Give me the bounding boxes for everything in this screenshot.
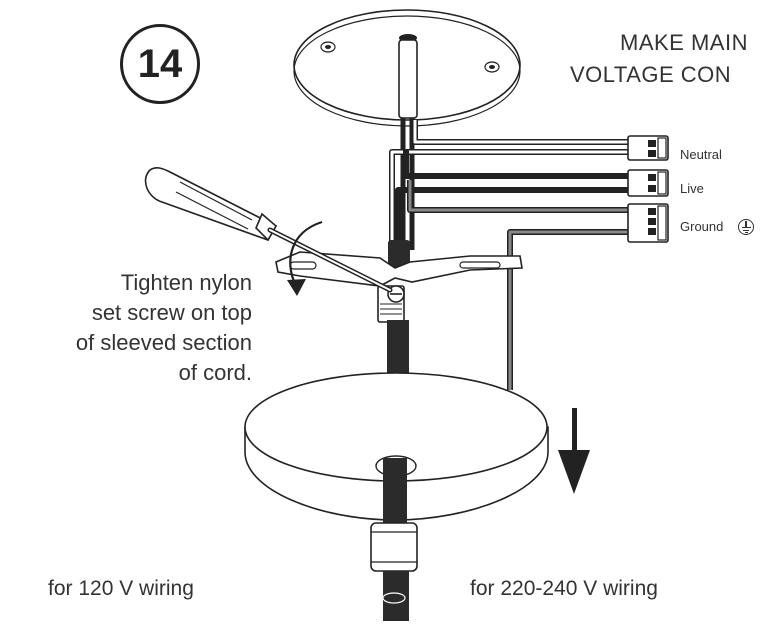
terminal-block-live xyxy=(627,169,669,197)
header-line-1: MAKE MAIN xyxy=(620,30,748,55)
screwdriver-icon xyxy=(144,167,393,293)
threaded-nipple xyxy=(377,285,405,323)
instruction-text: Tighten nylon set screw on top of sleeve… xyxy=(75,270,252,385)
header-line-2: VOLTAGE CON xyxy=(570,62,732,87)
wire-bundle xyxy=(389,118,632,390)
label-live: Live xyxy=(680,181,704,196)
upper-cord-sleeve xyxy=(398,39,418,119)
rotate-arrow-icon xyxy=(287,220,323,296)
label-neutral: Neutral xyxy=(680,147,722,162)
label-ground: Ground xyxy=(680,219,724,234)
step-number-badge: 14 xyxy=(120,24,200,104)
step-number: 14 xyxy=(137,41,183,86)
earth-ground-icon xyxy=(738,219,754,235)
crossbar-bracket xyxy=(275,251,523,287)
cord-entry xyxy=(388,240,410,270)
cord-below-canopy xyxy=(370,458,418,621)
caption-120v: for 120 V wiring xyxy=(48,577,194,600)
caption-220-240v: for 220-240 V wiring xyxy=(470,577,658,600)
terminal-block-ground xyxy=(627,203,669,243)
arrow-down-icon xyxy=(558,408,590,494)
terminal-block-neutral xyxy=(627,135,669,161)
